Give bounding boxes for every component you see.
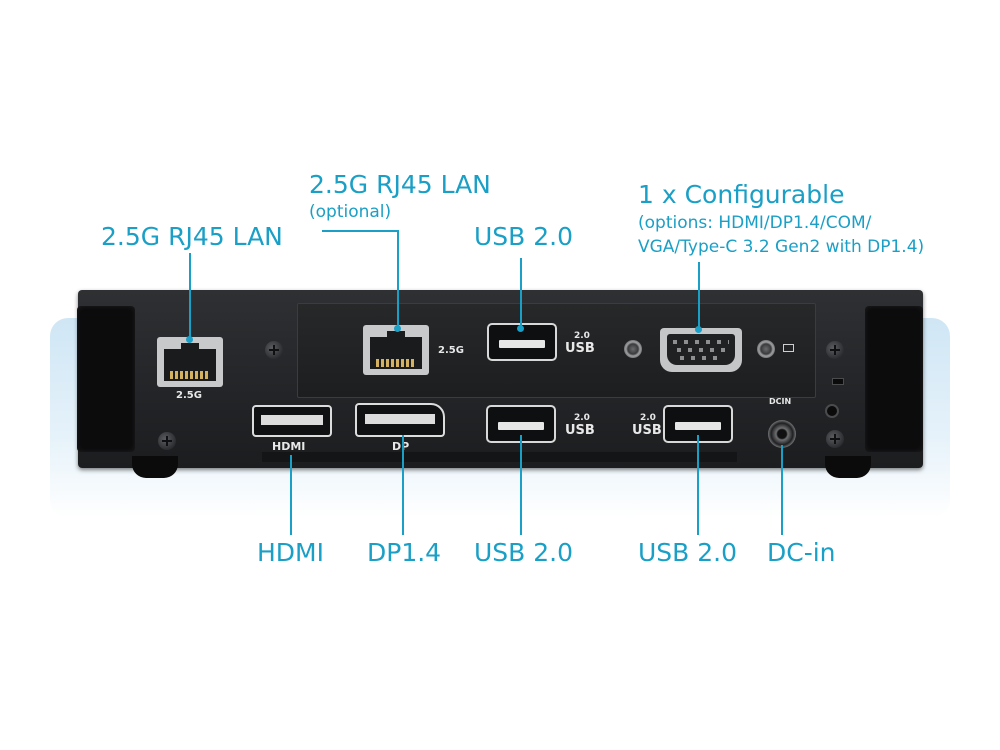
callout-lan-optional-note: (optional): [309, 202, 392, 222]
left-bumper: [77, 306, 135, 452]
monitor-icon: [783, 344, 794, 352]
lower-vent-strip: [262, 452, 737, 462]
usb-mid-version-label: 2.0: [574, 413, 590, 423]
usb-port-top: [487, 323, 557, 361]
callout-line-lan-left: [189, 253, 191, 340]
callout-usb-bottom-1: USB 2.0: [474, 538, 574, 567]
dp-port-label: DP: [392, 440, 410, 453]
vga-standoff-right: [757, 340, 775, 358]
callout-lan-optional: 2.5G RJ45 LAN: [309, 170, 491, 199]
lan-module-port-label: 2.5G: [438, 345, 464, 356]
callout-line-hdmi: [290, 455, 292, 535]
callout-line-dcin: [781, 445, 783, 535]
usb-right-version-label: 2.0: [640, 413, 656, 423]
usb-top-version-label: 2.0: [574, 331, 590, 341]
callout-line-lan-optional: [397, 230, 399, 330]
callout-dot: [394, 325, 401, 332]
dcin-port-label: DCIN: [769, 397, 792, 406]
callout-hdmi: HDMI: [257, 538, 324, 567]
callout-line-usb-top: [520, 258, 522, 330]
usb-top-port-label: USB: [565, 341, 595, 356]
right-bumper: [865, 306, 923, 452]
callout-dot: [517, 325, 524, 332]
screw-icon: [826, 341, 844, 359]
callout-configurable-line2: VGA/Type-C 3.2 Gen2 with DP1.4): [638, 237, 925, 257]
callout-line-lan-optional-h: [322, 230, 398, 232]
callout-usb-top: USB 2.0: [474, 222, 574, 251]
rj45-port-left: [157, 337, 223, 387]
hdmi-port-label: HDMI: [272, 440, 306, 453]
callout-lan-left: 2.5G RJ45 LAN: [101, 222, 283, 251]
reset-hole-icon: [825, 404, 839, 418]
callout-dcin: DC-in: [767, 538, 836, 567]
callout-dot: [186, 336, 193, 343]
usb-right-port-label: USB: [632, 423, 662, 438]
lan-left-port-label: 2.5G: [176, 390, 202, 401]
callout-usb-bottom-2: USB 2.0: [638, 538, 738, 567]
screw-icon: [265, 341, 283, 359]
usb-mid-port-label: USB: [565, 423, 595, 438]
left-foot: [132, 456, 178, 478]
callout-configurable-title: 1 x Configurable: [638, 180, 845, 209]
callout-dp: DP1.4: [367, 538, 442, 567]
callout-dot: [695, 326, 702, 333]
callout-line-usb-right: [697, 435, 699, 535]
displayport-port: [355, 403, 445, 437]
hdmi-port: [252, 405, 332, 437]
led-indicator: [832, 378, 844, 385]
vga-standoff-left: [624, 340, 642, 358]
callout-line-configurable: [698, 262, 700, 332]
screw-icon: [158, 432, 176, 450]
screw-icon: [826, 430, 844, 448]
callout-line-usb-mid: [520, 435, 522, 535]
rj45-port-optional: [363, 325, 429, 375]
vga-port: [660, 328, 742, 372]
callout-configurable-line1: (options: HDMI/DP1.4/COM/: [638, 213, 872, 233]
right-foot: [825, 456, 871, 478]
dc-in-jack: [768, 420, 796, 448]
callout-line-dp: [402, 435, 404, 535]
